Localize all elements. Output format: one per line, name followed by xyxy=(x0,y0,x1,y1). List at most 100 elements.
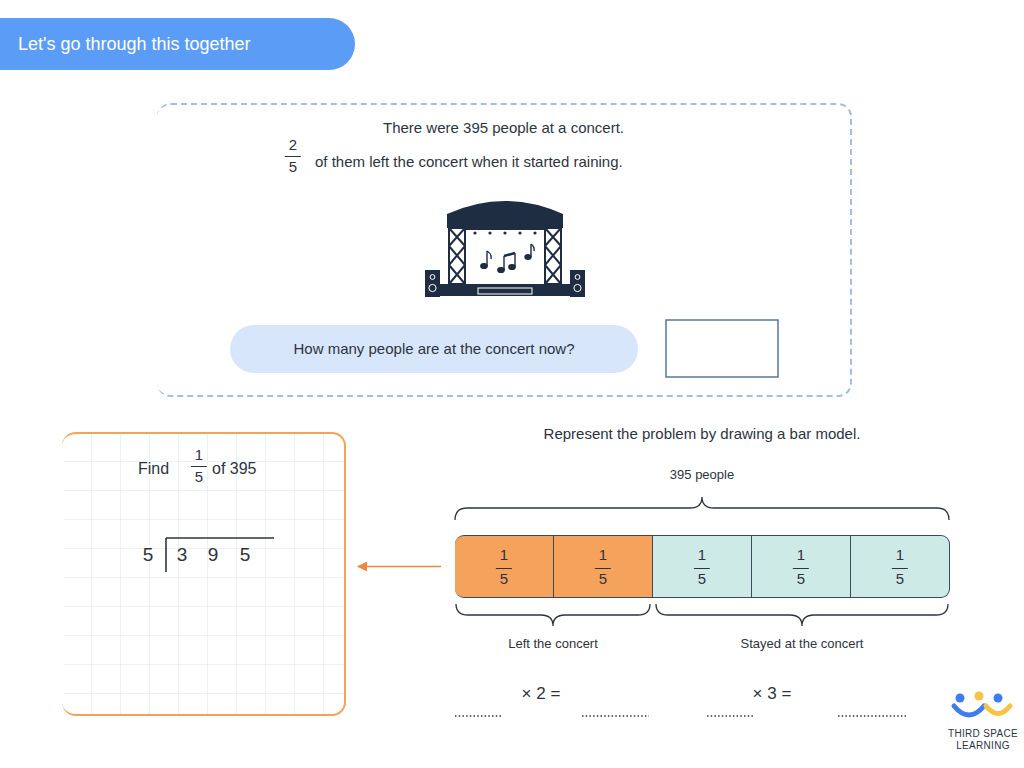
title-text: Let's go through this together xyxy=(18,34,251,55)
logo-icon xyxy=(954,692,1010,716)
fraction-numerator: 1 xyxy=(896,546,904,563)
music-notes xyxy=(530,244,531,257)
concert-stage-illustration xyxy=(503,231,506,234)
music-notes xyxy=(504,253,515,256)
working-grid-box: Find15of 3955395 xyxy=(62,432,346,716)
concert-stage-illustration xyxy=(449,228,561,284)
music-notes xyxy=(503,256,504,270)
answer-box xyxy=(666,320,778,377)
dotted-answer-line xyxy=(838,715,906,716)
question-pill: How many people are at the concert now? xyxy=(230,325,638,373)
question-text: How many people are at the concert now? xyxy=(294,340,575,357)
curly-brace xyxy=(456,604,650,626)
concert-stage-illustration xyxy=(518,231,521,234)
fraction-denominator: 5 xyxy=(191,466,207,485)
concert-stage-illustration xyxy=(429,284,436,291)
divisor-digit: 5 xyxy=(143,544,154,566)
bar-part-label: Stayed at the concert xyxy=(741,637,864,652)
concert-stage-illustration xyxy=(449,228,465,284)
concert-stage-illustration xyxy=(575,275,580,280)
music-notes xyxy=(481,264,487,269)
problem-box: How many people are at the concert now? T… xyxy=(157,103,852,397)
grid-paper xyxy=(64,434,344,714)
concert-stage-illustration xyxy=(447,201,563,228)
fraction-bar-cell: 15 xyxy=(653,535,752,598)
fraction-denominator: 5 xyxy=(694,568,710,587)
fraction-bar-cell: 15 xyxy=(554,535,653,598)
fraction-numerator: 1 xyxy=(500,546,508,563)
music-notes xyxy=(525,255,531,259)
dotted-answer-line xyxy=(455,715,501,716)
curly-brace xyxy=(455,497,949,626)
multiplication-prompt: × 2 = xyxy=(522,684,561,704)
concert-stage-illustration xyxy=(440,284,570,296)
fraction-denominator: 5 xyxy=(285,156,301,175)
concert-stage-illustration xyxy=(570,270,585,297)
concert-stage-illustration xyxy=(465,228,545,230)
concert-stage-illustration xyxy=(533,231,536,234)
dotted-answer-line xyxy=(455,715,906,716)
fraction-bar-cell: 15 xyxy=(455,535,554,598)
music-notes xyxy=(531,244,534,251)
pointer-arrow xyxy=(358,566,441,568)
problem-sentence: of them left the concert when it started… xyxy=(315,153,623,170)
dotted-answer-line xyxy=(582,715,649,716)
concert-stage-illustration xyxy=(545,228,561,284)
fraction-denominator: 5 xyxy=(595,568,611,587)
concert-stage-illustration xyxy=(478,288,532,294)
concert-stage-illustration xyxy=(574,284,581,291)
instruction-text: Represent the problem by drawing a bar m… xyxy=(544,425,861,442)
logo-icon xyxy=(994,694,1003,703)
curly-brace xyxy=(656,604,948,626)
fraction-numerator: 1 xyxy=(797,546,805,563)
music-notes xyxy=(487,251,491,259)
fraction-bar-cell: 15 xyxy=(752,535,851,598)
fraction-bar-cell: 15 xyxy=(851,535,950,598)
concert-stage-illustration xyxy=(545,228,561,284)
fraction-numerator: 2 xyxy=(289,136,297,153)
concert-stage-illustration xyxy=(425,201,585,297)
curly-brace xyxy=(455,497,949,520)
multiplication-prompt: × 3 = xyxy=(753,684,792,704)
grid-paper xyxy=(64,434,344,714)
division-bracket xyxy=(166,537,274,539)
total-label: 395 people xyxy=(670,468,734,483)
fraction-denominator: 5 xyxy=(892,568,908,587)
dividend-digit: 9 xyxy=(208,544,219,566)
music-notes xyxy=(486,251,487,266)
fraction-numerator: 1 xyxy=(195,446,203,463)
fraction-numerator: 1 xyxy=(599,546,607,563)
division-bracket xyxy=(166,538,274,572)
dividend-digit: 3 xyxy=(177,544,188,566)
fraction-denominator: 5 xyxy=(793,568,809,587)
logo-icon xyxy=(975,692,984,701)
concert-stage-illustration xyxy=(473,231,476,234)
title-pill: Let's go through this together xyxy=(0,18,355,70)
fraction-numerator: 1 xyxy=(698,546,706,563)
concert-stage-illustration xyxy=(425,270,440,297)
logo-text: THIRD SPACE LEARNING xyxy=(945,728,1021,751)
answer-box xyxy=(666,320,778,377)
music-notes xyxy=(509,265,515,270)
instruction-word: Find xyxy=(138,460,169,478)
bar-part-label: Left the concert xyxy=(508,637,598,652)
logo-icon xyxy=(986,706,1010,714)
fraction-denominator: 5 xyxy=(496,568,512,587)
logo-icon xyxy=(956,694,965,703)
dotted-answer-line xyxy=(707,715,755,716)
dividend-digit: 5 xyxy=(240,544,251,566)
music-notes xyxy=(498,268,504,273)
music-notes xyxy=(514,253,515,267)
concert-stage-illustration xyxy=(430,275,435,280)
concert-stage-illustration xyxy=(488,231,491,234)
logo-icon xyxy=(954,706,984,715)
instruction-word: of 395 xyxy=(212,460,256,478)
concert-stage-illustration xyxy=(449,228,465,284)
music-notes xyxy=(481,244,534,272)
problem-sentence: There were 395 people at a concert. xyxy=(383,119,624,136)
division-bracket xyxy=(165,538,167,572)
